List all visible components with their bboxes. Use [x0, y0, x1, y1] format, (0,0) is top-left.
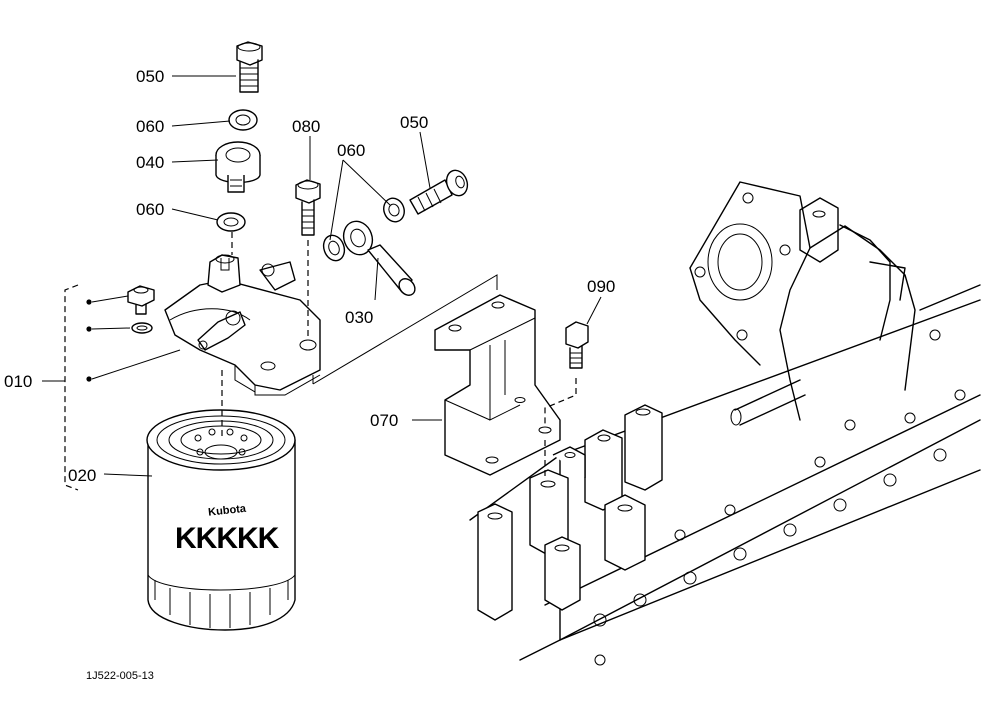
engine-manifold	[469, 181, 981, 666]
filter-head	[164, 254, 321, 396]
cartridge-filter: Kubota KKKKK	[146, 409, 296, 631]
label-030: 030	[345, 308, 373, 327]
label-040: 040	[136, 153, 164, 172]
bracket-070	[434, 294, 561, 476]
label-070: 070	[370, 411, 398, 430]
label-090: 090	[587, 277, 615, 296]
bolt-090-centerline	[544, 378, 577, 425]
drain-plug	[127, 285, 155, 334]
label-060-mid: 060	[136, 200, 164, 219]
label-050-top: 050	[136, 67, 164, 86]
filter-logo-text: KKKKK	[175, 522, 280, 555]
banjo-fitting-040	[215, 141, 261, 193]
label-020: 020	[68, 466, 96, 485]
bolt-080	[295, 179, 321, 236]
bolt-090	[565, 321, 589, 369]
bolt-050-right	[409, 169, 469, 215]
diagram-reference-code: 1J522-005-13	[86, 670, 154, 682]
leader-lines	[42, 75, 602, 491]
washer-060-top	[228, 109, 258, 131]
assembly-connector-line	[312, 274, 498, 385]
label-080: 080	[292, 117, 320, 136]
banjo-fitting-030	[342, 220, 416, 296]
label-050-right: 050	[400, 113, 428, 132]
label-060-top: 060	[136, 117, 164, 136]
filter-brand-text: Kubota	[208, 503, 248, 519]
label-060-right: 060	[337, 141, 365, 160]
label-010: 010	[4, 372, 32, 391]
washer-060-right-a	[322, 234, 346, 262]
bolt-050-top	[236, 41, 263, 93]
washer-060-mid	[216, 212, 246, 232]
